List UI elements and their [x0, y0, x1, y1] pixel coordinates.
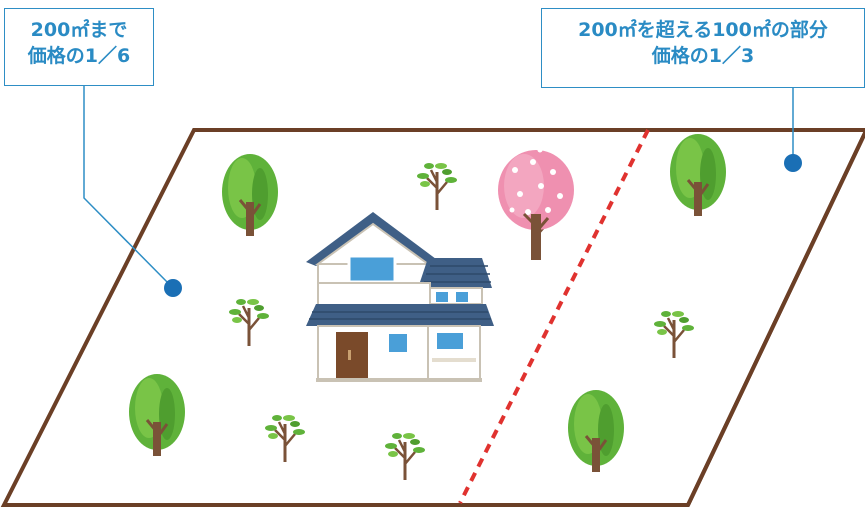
marker-dot-icon: [164, 279, 182, 297]
label-left-line1: 200㎡まで: [30, 19, 128, 41]
land-right-edge: [686, 132, 865, 506]
label-left-line2: 価格の1／6: [27, 45, 131, 67]
label-box-200sqm: 200㎡まで 価格の1／6: [4, 8, 154, 86]
label-right-line2: 価格の1／3: [651, 45, 755, 67]
label-right-line1: 200㎡を超える100㎡の部分: [578, 19, 828, 41]
label-box-over-200sqm: 200㎡を超える100㎡の部分 価格の1／3: [541, 8, 865, 88]
division-dashed-line: [458, 129, 650, 504]
sakura-tree-icon: [498, 147, 574, 260]
house-icon: [306, 212, 494, 382]
marker-dot-icon: [784, 154, 802, 172]
leader-line-left: [83, 86, 173, 288]
